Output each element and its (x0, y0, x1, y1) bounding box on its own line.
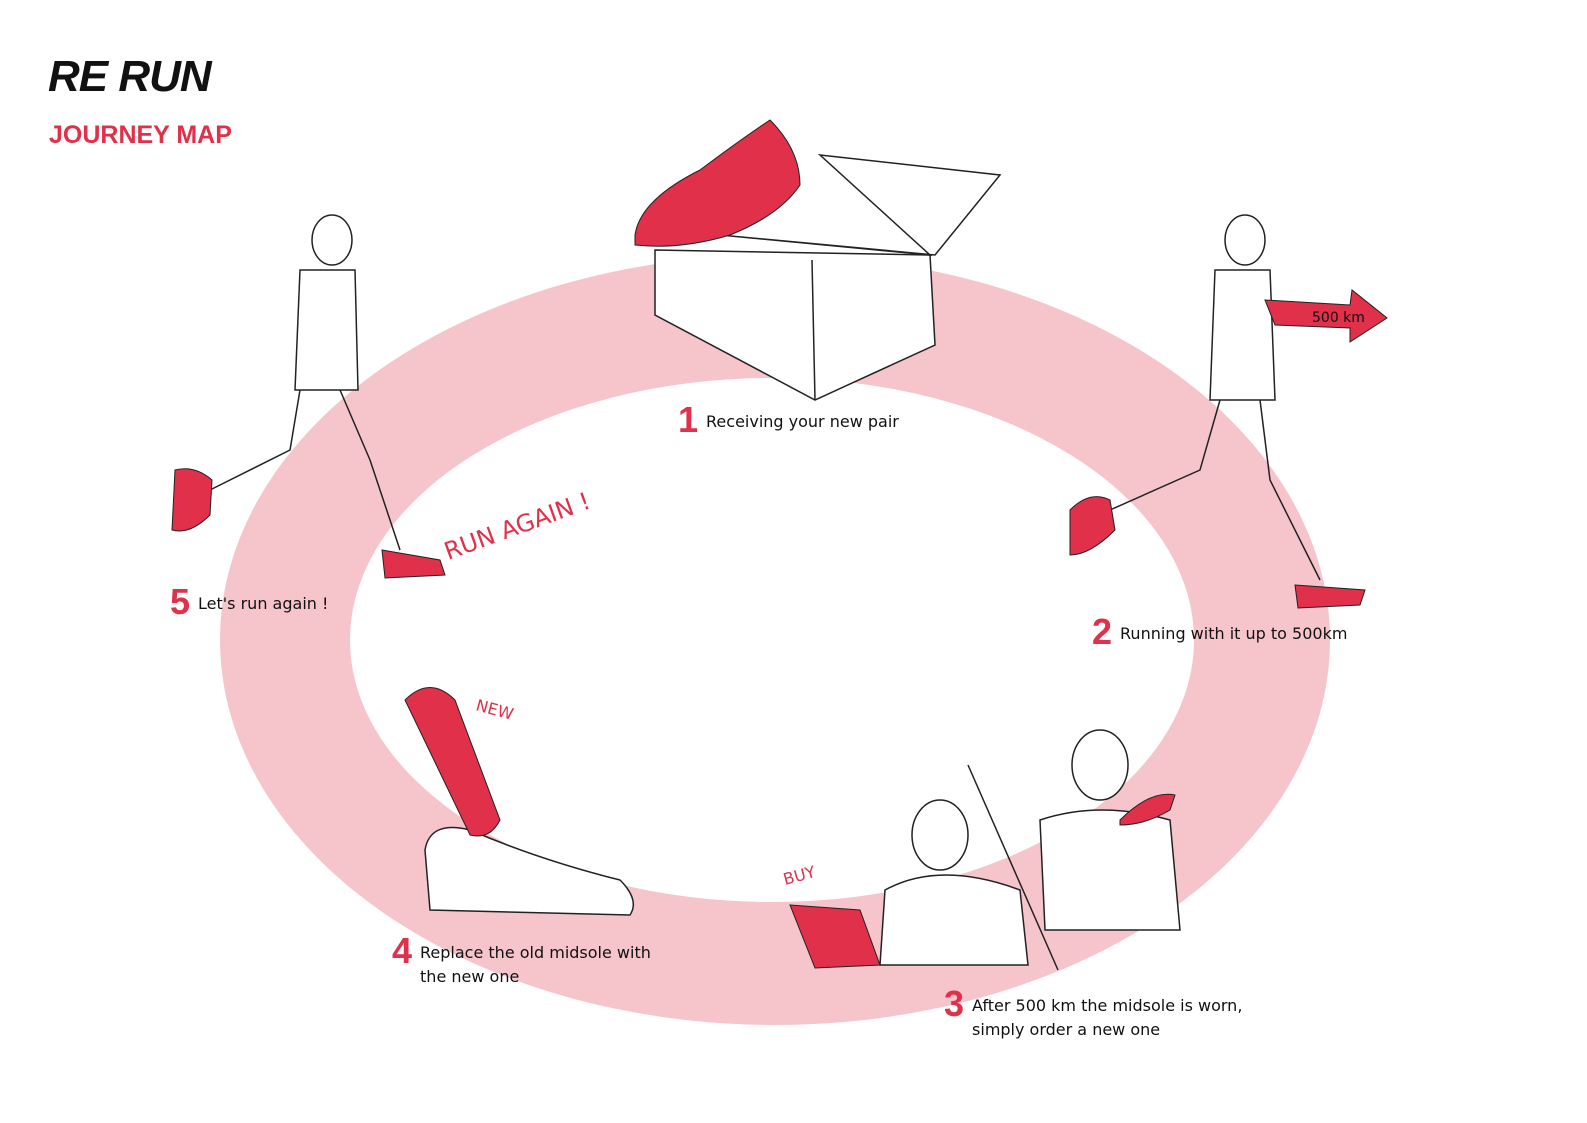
runner-icon (209, 214, 401, 551)
shoe-box-icon (654, 153, 1002, 401)
step-text: After 500 km the midsole is worn, simply… (972, 996, 1243, 1039)
arrow-icon (1264, 289, 1388, 343)
step-1: 1 Receiving your new pair (678, 402, 899, 438)
step-4: 4 Replace the old midsole with the new o… (392, 933, 662, 989)
step-number: 1 (678, 399, 699, 440)
step-text: Running with it up to 500km (1120, 624, 1348, 643)
run-again-annotation: RUN AGAIN ! (440, 487, 593, 566)
worn-midsole-icon (1119, 793, 1176, 826)
shoe-icon (381, 549, 446, 579)
step-text: Let's run again ! (198, 594, 329, 613)
page-title: RE RUN (48, 52, 212, 101)
step-5: 5 Let's run again ! (170, 584, 328, 620)
step-number: 5 (170, 581, 191, 622)
shoe-midsole-icon (424, 826, 635, 916)
new-annotation: NEW (474, 696, 516, 724)
step-number: 4 (392, 930, 413, 971)
runner-icon (1109, 214, 1321, 581)
buy-annotation: BUY (781, 862, 817, 889)
shoe-icon (171, 468, 213, 532)
step-number: 3 (944, 983, 965, 1024)
person-laptop-icon (879, 729, 1181, 971)
shoe-icon (1069, 496, 1116, 556)
step-text: Replace the old midsole with the new one (420, 943, 651, 986)
page-subtitle: JOURNEY MAP (49, 121, 232, 149)
laptop-icon (789, 904, 881, 969)
arrow-label: 500 km (1312, 310, 1365, 326)
step-2: 2 Running with it up to 500km (1092, 614, 1347, 650)
new-midsole-icon (404, 687, 501, 837)
step-3: 3 After 500 km the midsole is worn, simp… (944, 986, 1254, 1042)
step-text: Receiving your new pair (706, 412, 899, 431)
shoe-icon (1294, 584, 1366, 609)
new-shoe-icon (634, 119, 801, 247)
step-number: 2 (1092, 611, 1113, 652)
